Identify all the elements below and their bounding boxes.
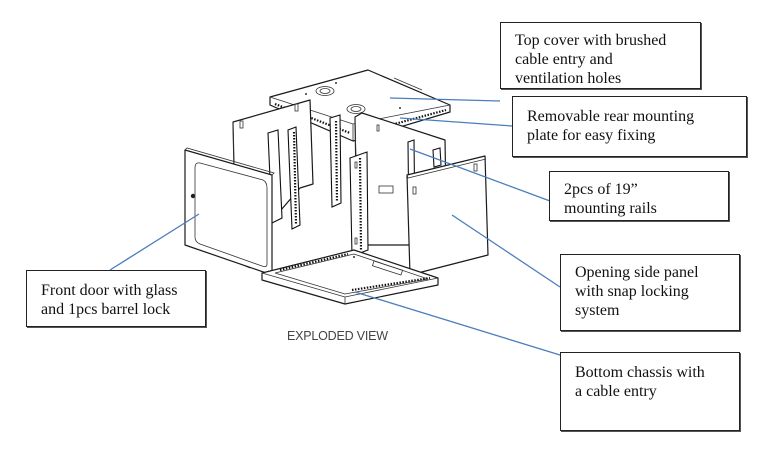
diagram-caption: EXPLODED VIEW [287,329,388,343]
leader-mounting-rails [409,148,551,202]
callout-bottom-chassis-text: Bottom chassis with a cable entry [575,364,705,400]
leader-side-panel [451,214,561,288]
callout-rear-mounting-plate: Removable rear mounting plate for easy f… [512,96,747,157]
callout-side-panel-text: Opening side panel with snap locking sys… [575,264,699,319]
opening-side-panel-part [406,155,489,276]
leader-top-cover [389,97,501,102]
callout-rear-mounting-plate-text: Removable rear mounting plate for easy f… [527,108,695,144]
leader-rear-mounting-plate [399,117,513,127]
callout-front-door: Front door with glass and 1pcs barrel lo… [26,270,206,327]
center-mounting-rail-part [329,114,342,208]
callout-mounting-rails-text: 2pcs of 19” mounting rails [564,181,657,217]
callout-side-panel: Opening side panel with snap locking sys… [560,254,740,331]
callout-bottom-chassis: Bottom chassis with a cable entry [560,352,740,431]
leader-bottom-chassis [354,291,561,356]
right-mounting-rail-part [349,151,369,257]
leader-front-door [109,213,200,271]
callout-top-cover: Top cover with brushed cable entry and v… [500,22,701,89]
callout-front-door-text: Front door with glass and 1pcs barrel lo… [41,282,178,318]
callout-top-cover-text: Top cover with brushed cable entry and v… [515,32,667,87]
bottom-chassis-part [261,249,439,305]
callout-mounting-rails: 2pcs of 19” mounting rails [549,171,729,221]
